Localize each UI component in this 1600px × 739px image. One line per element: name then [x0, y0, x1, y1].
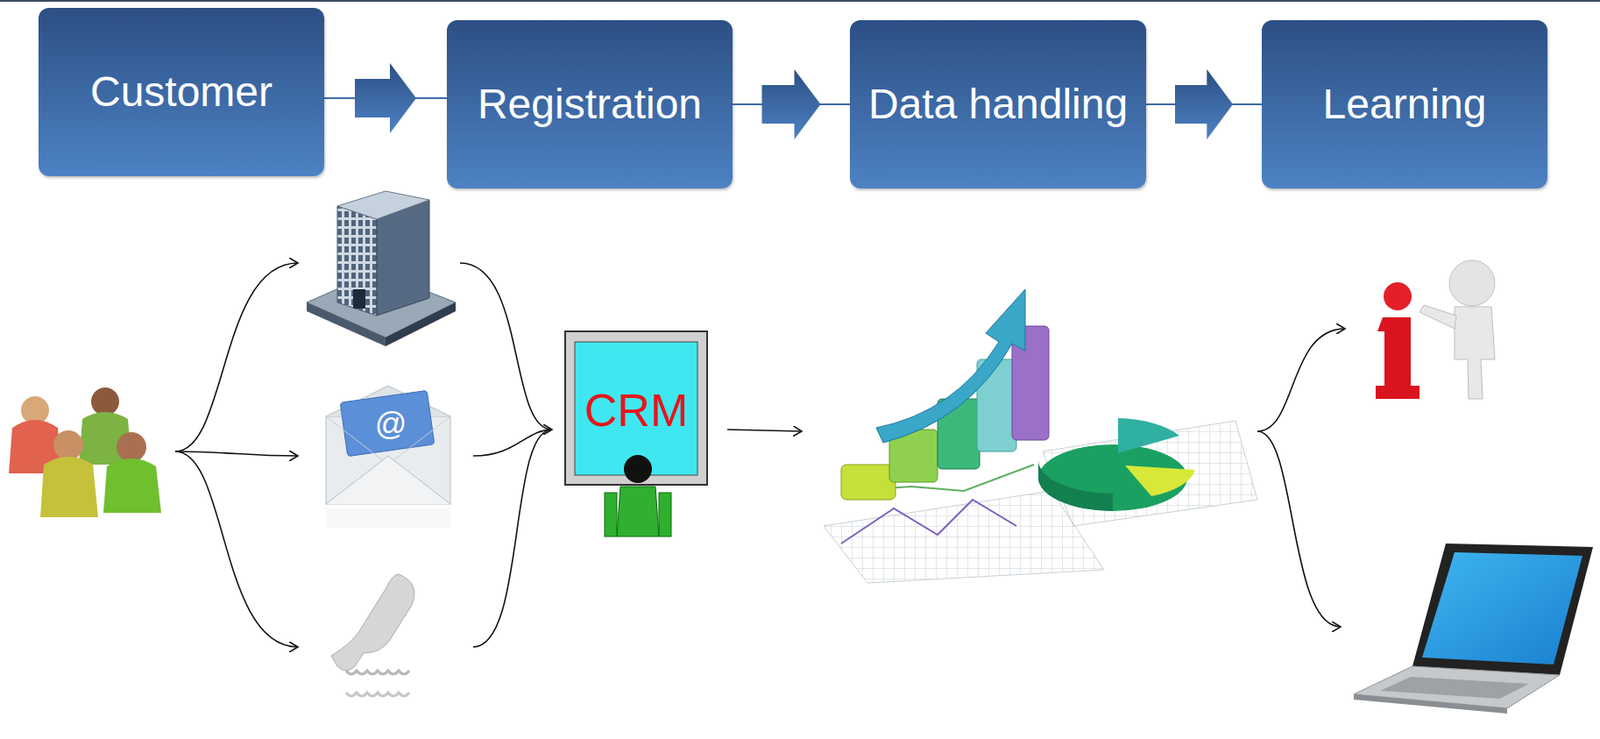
- crm-label: CRM: [584, 387, 688, 433]
- info-figure-icon: [1375, 260, 1495, 399]
- channel-lines: [175, 262, 1346, 647]
- crm-monitor-icon: [565, 331, 708, 537]
- process-box: Learning: [1261, 20, 1548, 189]
- customers-icon: [8, 387, 162, 517]
- box-label: Registration: [463, 78, 716, 130]
- block-arrow: [732, 69, 850, 140]
- box-label: Learning: [1309, 78, 1501, 130]
- process-box: Data handling: [849, 20, 1147, 189]
- email-icon: [325, 385, 451, 528]
- box-label: Data handling: [854, 78, 1142, 130]
- building-icon: [306, 191, 456, 347]
- charts-icon: [823, 289, 1258, 583]
- telephone-icon: [331, 573, 415, 696]
- top-rule: [0, 0, 1600, 2]
- process-box: Registration: [446, 20, 733, 189]
- block-arrow: [1146, 69, 1262, 140]
- box-label: Customer: [76, 66, 287, 118]
- block-arrow: [324, 63, 447, 134]
- process-box: Customer: [38, 7, 325, 177]
- email-at-label: @: [375, 408, 408, 440]
- laptop-icon: [1353, 543, 1593, 714]
